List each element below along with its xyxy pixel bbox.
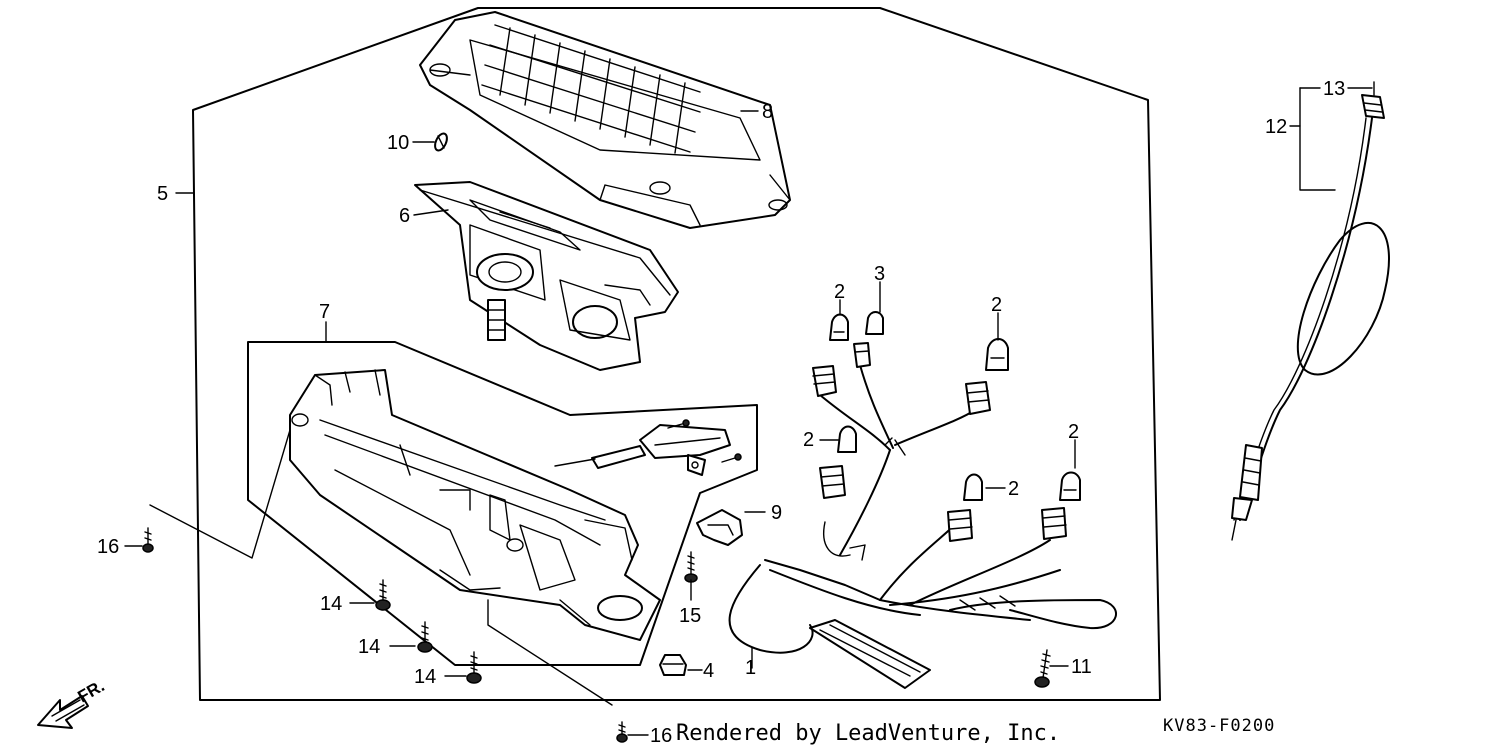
callout-3: 3 bbox=[874, 263, 885, 285]
bulb-socket-d[interactable] bbox=[819, 465, 846, 499]
bulb-socket-f[interactable] bbox=[1041, 507, 1067, 540]
screw-part-16-b[interactable] bbox=[616, 721, 628, 743]
bulb-part-2-c[interactable] bbox=[837, 425, 857, 453]
callout-9: 9 bbox=[771, 502, 782, 524]
meter-case-part-7[interactable] bbox=[289, 369, 661, 641]
small-screw-a[interactable] bbox=[667, 419, 690, 429]
wire-harness-part-1[interactable] bbox=[728, 364, 1117, 689]
bulb-socket-b[interactable] bbox=[853, 342, 871, 368]
callout-2-e: 2 bbox=[1008, 478, 1019, 500]
subgroup-outline-7 bbox=[247, 341, 758, 666]
front-arrow-icon bbox=[37, 695, 89, 729]
bulb-part-2-e[interactable] bbox=[1059, 471, 1081, 501]
screw-part-14-a[interactable] bbox=[375, 579, 391, 611]
callout-labels: 1 2 3 2 2 2 2 4 5 6 7 8 9 10 11 12 13 14… bbox=[97, 78, 1345, 747]
assembly-outline-5 bbox=[192, 7, 1161, 701]
screw-part-16-a[interactable] bbox=[142, 527, 154, 553]
screw-part-14-c[interactable] bbox=[466, 651, 482, 684]
callout-14-b: 14 bbox=[358, 636, 380, 658]
callout-4: 4 bbox=[703, 660, 714, 682]
screw-part-14-b[interactable] bbox=[417, 621, 433, 653]
front-direction-indicator: FR. bbox=[37, 676, 108, 729]
bulb-part-2-b[interactable] bbox=[985, 338, 1009, 371]
leader-lines bbox=[124, 87, 1373, 736]
watermark-text: Rendered by LeadVenture, Inc. bbox=[676, 721, 1060, 746]
bulb-socket-c[interactable] bbox=[965, 381, 991, 415]
grommet-part-4[interactable] bbox=[659, 654, 687, 676]
callout-7: 7 bbox=[319, 301, 330, 323]
bulb-socket-e[interactable] bbox=[947, 509, 973, 542]
bulb-part-2-a[interactable] bbox=[829, 313, 849, 341]
callout-2-d: 2 bbox=[1068, 421, 1079, 443]
callout-6: 6 bbox=[399, 205, 410, 227]
callout-5: 5 bbox=[157, 183, 168, 205]
callout-1: 1 bbox=[745, 657, 756, 679]
callout-16-b: 16 bbox=[650, 725, 672, 747]
bulb-part-3[interactable] bbox=[865, 311, 884, 335]
grommet-part-10[interactable] bbox=[433, 132, 450, 153]
meter-unit-part-6[interactable] bbox=[414, 181, 679, 371]
clip-part-9[interactable] bbox=[696, 509, 743, 546]
bulb-socket-a[interactable] bbox=[812, 365, 837, 397]
callout-15: 15 bbox=[679, 605, 701, 627]
callout-16-a: 16 bbox=[97, 536, 119, 558]
small-screw-b[interactable] bbox=[721, 453, 742, 463]
indicator-lens[interactable] bbox=[639, 424, 731, 476]
cover-grille bbox=[481, 24, 701, 154]
callout-12: 12 bbox=[1265, 116, 1287, 138]
pin-rod[interactable] bbox=[554, 445, 646, 469]
screw-part-15[interactable] bbox=[684, 551, 698, 583]
callout-14-a: 14 bbox=[320, 593, 342, 615]
meter-cover-part-8[interactable] bbox=[419, 11, 791, 229]
callout-14-c: 14 bbox=[414, 666, 436, 688]
callout-13: 13 bbox=[1323, 78, 1345, 100]
diagram-code: KV83-F0200 bbox=[1163, 716, 1275, 736]
cable-fitting-part-13[interactable] bbox=[1361, 81, 1385, 119]
callout-2-b: 2 bbox=[991, 294, 1002, 316]
speedometer-cable-part-12[interactable] bbox=[1231, 117, 1390, 541]
callout-8: 8 bbox=[762, 101, 773, 123]
screw-part-11[interactable] bbox=[1034, 649, 1051, 688]
callout-2-c: 2 bbox=[803, 429, 814, 451]
callout-11: 11 bbox=[1071, 656, 1092, 678]
callout-10: 10 bbox=[387, 132, 409, 154]
bulb-part-2-d[interactable] bbox=[963, 473, 983, 501]
callout-2-a: 2 bbox=[834, 281, 845, 303]
